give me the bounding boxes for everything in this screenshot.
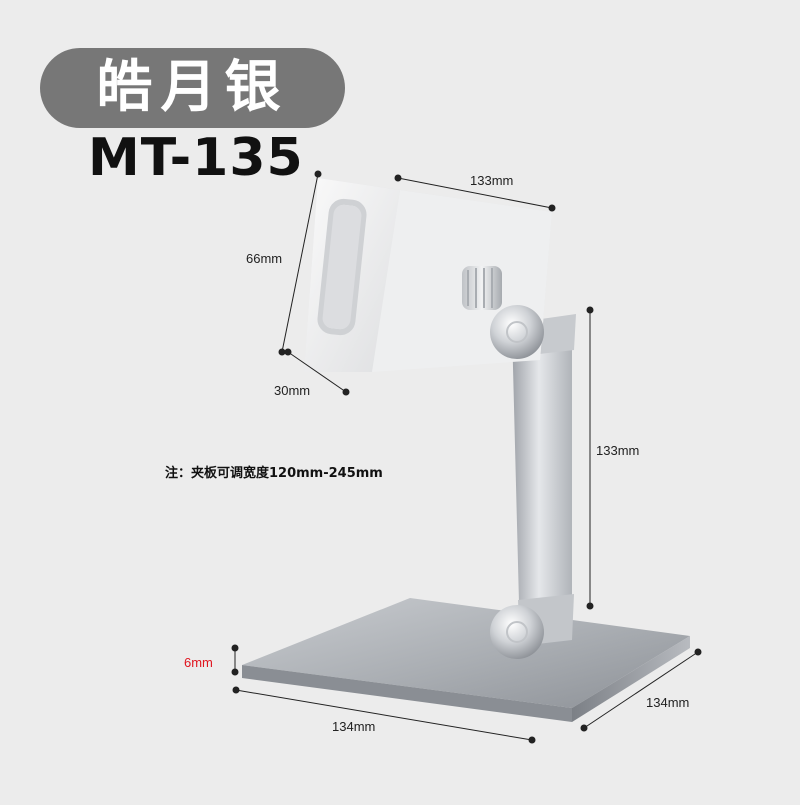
arm-height-label: 133mm	[596, 443, 640, 458]
color-name: 皓月银	[96, 55, 289, 120]
model-name: MT-135	[88, 128, 304, 188]
upper-hinge-knob	[490, 305, 544, 359]
clamp-height-label: 66mm	[246, 251, 283, 266]
base-thickness-label: 6mm	[184, 655, 213, 670]
clamp-depth-label: 30mm	[274, 383, 311, 398]
color-badge: 皓月银	[40, 48, 345, 128]
base-depth-label: 134mm	[646, 695, 690, 710]
clamp-width-label: 133mm	[470, 173, 514, 188]
dimension-lines	[231, 170, 702, 744]
base-width-label: 134mm	[332, 719, 376, 734]
support-arm	[512, 314, 576, 646]
width-note: 注：夹板可调宽度120mm-245mm	[165, 466, 383, 481]
lower-hinge-knob	[490, 605, 544, 659]
adjustment-screw	[462, 266, 502, 310]
base-plate	[242, 598, 690, 722]
